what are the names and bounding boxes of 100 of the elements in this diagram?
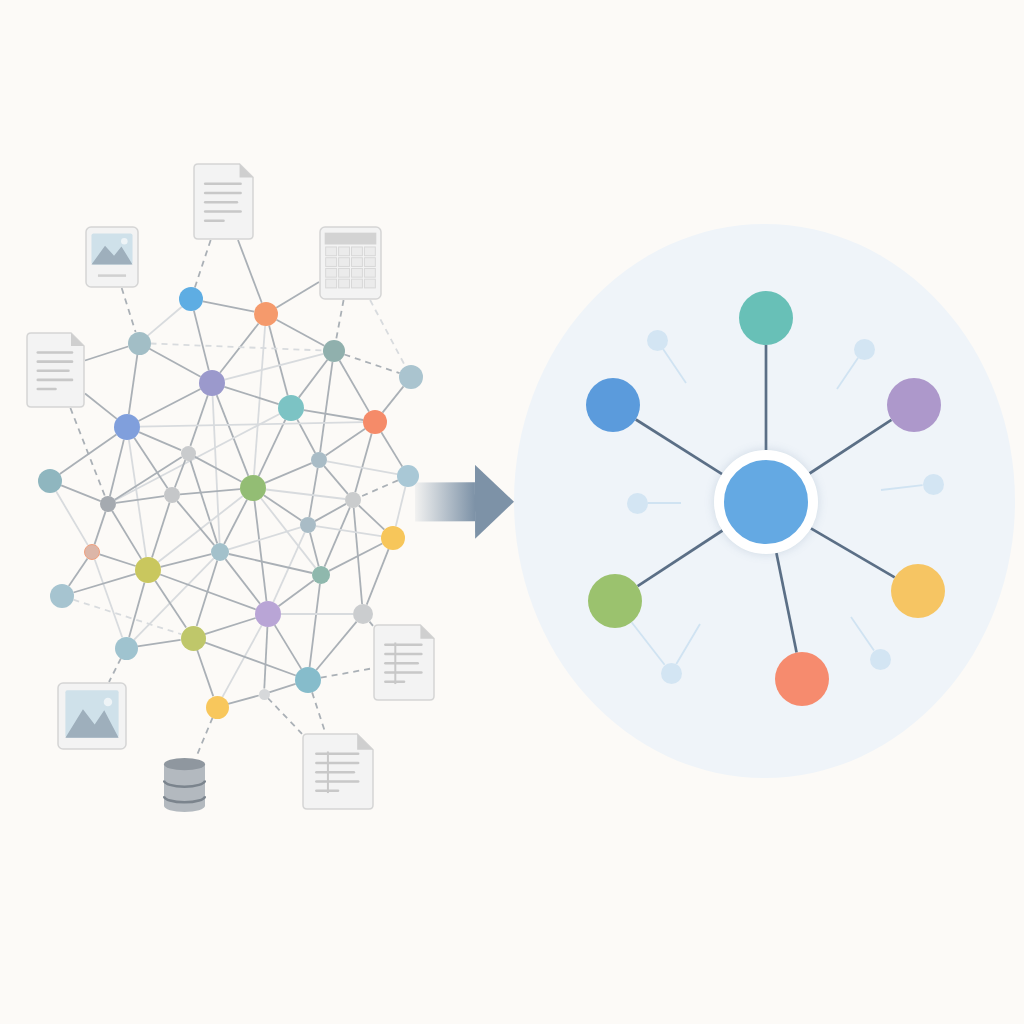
connector-line [328, 542, 384, 572]
graph-node [312, 566, 330, 584]
document-icon [302, 733, 374, 810]
connector-line [309, 531, 320, 568]
graph-node [363, 410, 387, 434]
connector-line [764, 345, 768, 450]
connector-line [133, 557, 215, 641]
connector-line [72, 572, 137, 594]
connector-line [154, 579, 187, 629]
graph-node [891, 564, 945, 618]
document-icon [193, 163, 254, 240]
dashed-line [193, 239, 212, 289]
connector-line [55, 490, 89, 546]
connector-line [193, 455, 243, 483]
graph-node [180, 625, 206, 651]
connector-line [227, 553, 314, 574]
faded-dot [646, 329, 668, 351]
graph-node [180, 445, 196, 461]
graph-node [211, 543, 229, 561]
connector-line [662, 347, 687, 384]
connector-line [173, 459, 187, 489]
connector-line [675, 623, 701, 665]
connector-line [223, 352, 325, 381]
graph-node [323, 340, 345, 362]
connector-line [113, 456, 183, 501]
graph-node [588, 574, 642, 628]
connector-line [850, 616, 875, 652]
graph-node [887, 378, 941, 432]
graph-node [311, 452, 327, 468]
connector-line [93, 510, 107, 546]
connector-line [324, 427, 366, 457]
connector-line [323, 506, 351, 568]
connector-line [308, 467, 319, 518]
connector-line [277, 579, 315, 608]
connector-line [308, 583, 321, 668]
graph-node [739, 291, 793, 345]
connector-line [215, 394, 250, 477]
graph-node [345, 492, 361, 508]
graph-node [38, 469, 62, 493]
connector-line [237, 239, 263, 304]
connector-line [196, 648, 215, 697]
connector-line [275, 318, 326, 347]
connector-line [127, 353, 139, 415]
connector-line [326, 460, 399, 475]
connector-line [264, 462, 313, 484]
connector-line [268, 324, 289, 397]
graph-node [114, 414, 140, 440]
graph-node [399, 365, 423, 389]
connector-line [67, 557, 89, 587]
graph-node [164, 487, 180, 503]
dashed-line [120, 287, 137, 333]
connector-line [257, 418, 287, 478]
connector-line [253, 500, 268, 602]
image-icon [57, 682, 127, 750]
connector-line [93, 558, 124, 639]
connector-line [315, 620, 358, 671]
connector-line [84, 392, 118, 420]
graph-node [278, 395, 304, 421]
connector-line [189, 394, 209, 447]
graph-node [254, 302, 278, 326]
connector-line [630, 621, 666, 666]
graph-node [199, 370, 225, 396]
graph-node [179, 287, 203, 311]
dashed-line [108, 657, 122, 683]
connector-line [273, 624, 303, 670]
connector-line [201, 300, 256, 313]
graph-node [381, 526, 405, 550]
faded-dot [853, 338, 875, 360]
connector-line [223, 386, 280, 405]
graph-node [300, 517, 316, 533]
connector-line [262, 494, 303, 522]
dashed-line [69, 407, 106, 498]
dashed-line [343, 353, 401, 375]
graph-node [205, 695, 229, 719]
connector-line [368, 620, 374, 627]
connector-line [189, 459, 219, 545]
connector-line [272, 531, 306, 603]
connector-line [176, 500, 216, 546]
connector-line [315, 525, 382, 538]
connector-line [138, 431, 182, 451]
graph-node [586, 378, 640, 432]
document-icon [26, 332, 85, 408]
graph-node [255, 601, 281, 627]
graph-node [50, 584, 74, 608]
connector-line [157, 495, 244, 563]
graph-node [258, 688, 270, 700]
connector-line [115, 495, 165, 504]
connector-line [381, 385, 405, 414]
connector-line [323, 465, 349, 495]
connector-line [365, 548, 390, 606]
connector-line [297, 358, 329, 399]
connector-line [380, 431, 404, 468]
connector-line [265, 488, 346, 500]
connector-line [151, 501, 171, 559]
connector-line [159, 573, 257, 611]
connector-line [159, 553, 213, 568]
connector-line [836, 356, 859, 390]
dashed-line [266, 697, 303, 735]
connector-line [98, 553, 137, 567]
connector-line [211, 395, 221, 544]
